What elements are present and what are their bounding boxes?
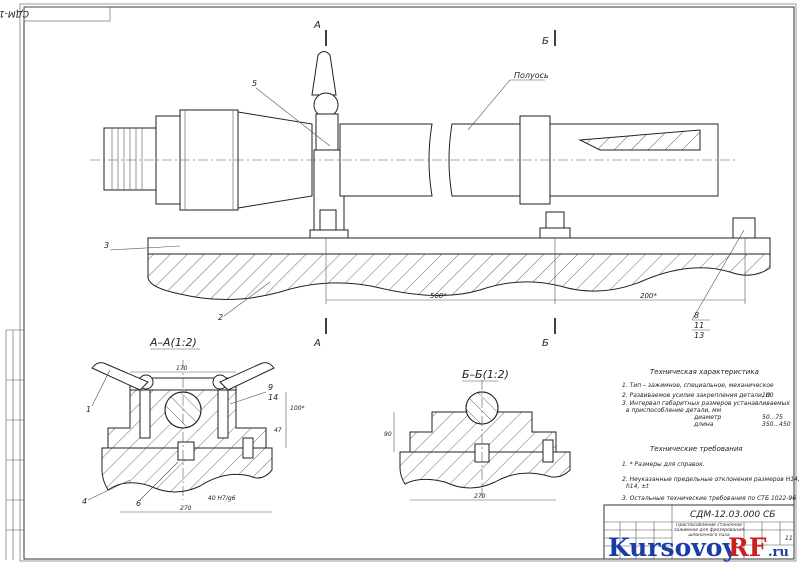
callout-6: 6 (136, 499, 141, 508)
spec-item-2: 2. Развиваемое усилие закрепления детали… (622, 392, 771, 399)
section-mark-a-top: А (313, 20, 321, 31)
bb-dim-270: 270 (474, 493, 486, 500)
workpiece-label: Полуось (514, 71, 549, 80)
technical-specs: Техническая характеристика 1. Тип – зажи… (622, 368, 791, 428)
watermark-kursovoy: Kursovoy (608, 533, 738, 562)
callout-9: 9 (268, 383, 273, 392)
outer-frame (19, 3, 797, 562)
clamp-handle[interactable] (311, 51, 337, 96)
title-name: Приспособление станочное зажимное для фр… (674, 523, 744, 538)
req-title: Технические требования (650, 445, 743, 453)
watermark-logo: Kursovoy RF .ru (608, 533, 789, 562)
callout-13: 13 (694, 331, 704, 340)
spec-item-6: длина (693, 421, 714, 428)
workpiece-shaft (103, 109, 719, 211)
title-block: СДМ-12.03.000 СБ 11 Приспособление стано… (603, 504, 795, 560)
main-view: А А Б Б Полуось 5 3 2 8 11 13 500* 200* (90, 20, 771, 349)
spec-length-value: 350...450 (762, 421, 791, 428)
spec-item-5: диаметр (693, 414, 721, 421)
technical-requirements: Технические требования 1. * Размеры для … (622, 445, 800, 502)
section-aa: А–А(1:2) 170 270 40 H7/g6 100* 47 1 9 (82, 336, 304, 513)
aa-dim-fit: 40 H7/g6 (208, 495, 236, 502)
req-item-4: 3. Остальные технические требования по С… (622, 495, 796, 502)
spec-item-4: в приспособление детали, мм (626, 407, 722, 414)
watermark-rf: RF (728, 533, 767, 562)
dim-500: 500* (430, 292, 447, 300)
callout-14: 14 (268, 393, 278, 402)
specs-title: Техническая характеристика (650, 368, 759, 376)
req-item-2: 2. Неуказанные предельные отклонения раз… (622, 476, 800, 483)
callout-2: 2 (218, 313, 223, 322)
aa-dim-47: 47 (274, 427, 282, 434)
section-mark-b-bottom: Б (542, 338, 549, 349)
spec-diameter-value: 50...75 (762, 414, 783, 421)
rotated-drawing-number: СДМ-12.03.000 СБ (0, 8, 29, 18)
req-item-3: h14, ±t (626, 483, 649, 490)
section-bb-title: Б–Б(1:2) (462, 368, 509, 381)
callout-3: 3 (104, 241, 109, 250)
title-sheet-number: 11 (785, 535, 793, 542)
section-bb: Б–Б(1:2) 90 270 (384, 368, 571, 501)
aa-dim-270: 270 (180, 505, 192, 512)
inner-frame (23, 6, 795, 560)
aa-dim-100: 100* (290, 405, 304, 412)
section-mark-a-bottom: А (313, 338, 321, 349)
aa-dim-170: 170 (176, 365, 188, 372)
callout-1: 1 (86, 405, 91, 414)
title-drawing-number: СДМ-12.03.000 СБ (690, 510, 775, 520)
spec-force-value: 100 (762, 392, 774, 399)
callout-4: 5 (252, 79, 257, 88)
section-aa-title: А–А(1:2) (149, 336, 197, 349)
callout-11: 11 (694, 321, 704, 330)
callout-5: 4 (82, 497, 87, 506)
bb-dim-90: 90 (384, 431, 392, 438)
watermark-ru: .ru (768, 545, 789, 560)
callout-8: 8 (694, 311, 699, 320)
spec-item-1: 1. Тип – зажимное, специальное, механиче… (622, 382, 774, 389)
spec-item-3: 3. Интервал габаритных размеров устанавл… (622, 400, 790, 407)
rotated-stamp-box (23, 6, 111, 22)
base-plate (147, 252, 771, 301)
req-item-1: 1. * Размеры для справок. (622, 461, 705, 468)
left-binding-strip (5, 329, 24, 560)
section-mark-b-top: Б (542, 36, 549, 47)
dim-200: 200* (640, 292, 657, 300)
